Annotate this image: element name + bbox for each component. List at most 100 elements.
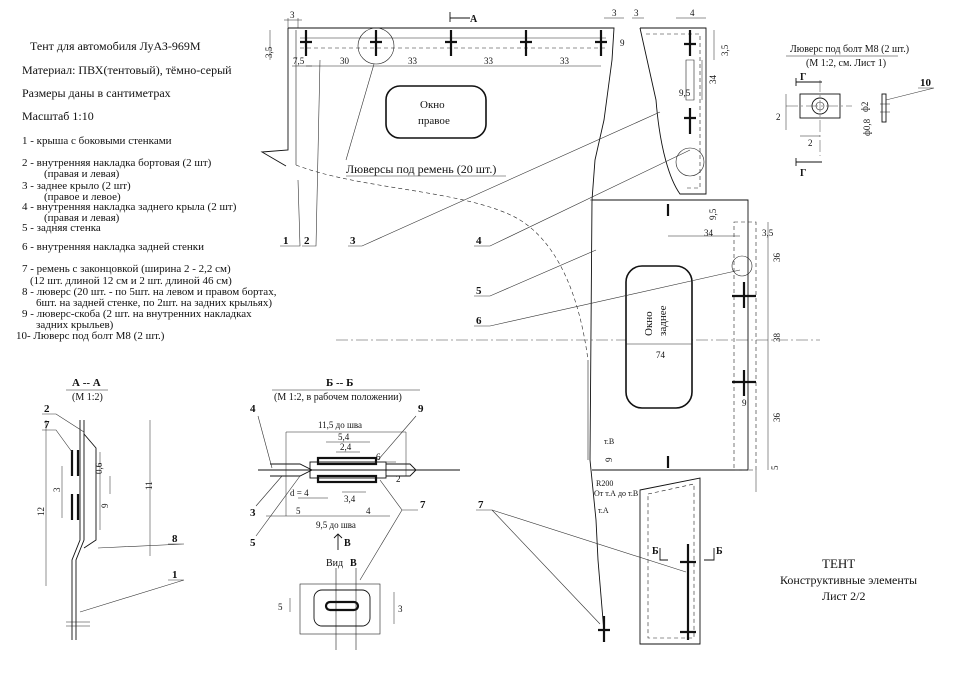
grommet-mark (684, 30, 696, 56)
grommet-mark (680, 544, 696, 640)
dim-label: 9 (100, 503, 110, 508)
callout: 7 (44, 419, 50, 431)
section-bb: Б -- Б (М 1:2, в рабочем положении) 11,5… (250, 377, 460, 581)
legend-item: (12 шт. длиной 12 см и 2 шт. длиной 46 с… (30, 275, 232, 287)
section-letter: Б (652, 546, 659, 557)
legend-item: 9 - люверс-скоба (2 шт. на внутренних на… (22, 308, 252, 320)
dim-label: ф2 (860, 102, 870, 112)
grommet-mark (300, 30, 312, 56)
point-label: т.В (604, 437, 614, 446)
legend-item: (правое и левое) (44, 191, 121, 203)
dim-label: 5 (278, 602, 283, 612)
legend-item: 10- Люверс под болт М8 (2 шт.) (16, 330, 165, 342)
section-aa: А -- А (М 1:2) 0,6 3 9 11 12 2 7 8 1 (36, 377, 185, 640)
callout: 2 (304, 235, 310, 247)
arrow-label: В (344, 538, 351, 549)
callout: 10 (920, 77, 932, 89)
dim-label: ф0,8 (862, 118, 872, 136)
section-title: А -- А (72, 377, 101, 389)
dim-label: 5 (770, 465, 780, 470)
legend-title: Тент для автомобиля ЛуАЗ-969М (30, 39, 201, 53)
grommet-mark (520, 30, 532, 56)
grommet-mark (595, 30, 607, 56)
callout: 1 (283, 235, 289, 247)
dim-label: 34 (704, 228, 714, 238)
section-letter: Б (716, 546, 723, 557)
dim-label: 3 (612, 8, 617, 18)
grommet-detail-circle (731, 255, 753, 277)
dim-label: 9 (620, 38, 625, 48)
dim-label: 11,5 до шва (318, 420, 362, 430)
legend-item: 8 - люверс (20 шт. - по 5шт. на левом и … (22, 286, 277, 298)
curve-labels: R200 т.В От т.А до т.В т.А (594, 437, 638, 515)
title-line: Конструктивные элементы (780, 573, 917, 587)
side-dimension: 3,5 (264, 30, 274, 60)
dim-label: 5 (296, 506, 301, 516)
callout: 4 (250, 403, 256, 415)
dim-label: 2 (776, 112, 781, 122)
dim-label: 3 (634, 8, 639, 18)
dim-label: 3,4 (344, 494, 356, 504)
title-block: ТЕНТ Конструктивные элементы Лист 2/2 (780, 556, 917, 603)
callout: 7 (420, 499, 426, 511)
legend-item: 6 - внутренняя накладка задней стенки (22, 241, 204, 253)
dim-label: 9,5 до шва (316, 520, 356, 530)
dim-label: 9,5 (679, 88, 691, 98)
rear-wall-dims: 9,5 34 3,5 36 38 36 74 9 9 5 (604, 208, 782, 492)
view-letter: В (350, 558, 357, 569)
legend-material: Материал: ПВХ(тентовый), тёмно-серый (22, 63, 232, 77)
dim-label: 11 (144, 481, 154, 490)
dim-label: 4 (690, 8, 695, 18)
detail-scale: (М 1:2, см. Лист 1) (806, 58, 886, 69)
dim-label: 3,5 (720, 44, 730, 56)
legend-item: 4 - внутренняя накладка заднего крыла (2… (22, 201, 237, 213)
legend-item: задних крыльев) (36, 319, 114, 331)
dim-label: 6 (376, 452, 381, 462)
dim-label: d = 4 (290, 488, 309, 498)
legend-item: (правая и левая) (44, 212, 120, 224)
window-right-label: правое (418, 115, 450, 127)
grommet-detail-circle (675, 147, 705, 177)
legend-item: 3 - заднее крыло (2 шт) (22, 180, 131, 192)
dim-label: 5,4 (338, 432, 350, 442)
grommets-note: Люверсы под ремень (20 шт.) (345, 63, 506, 177)
legend-item: 5 - задняя стенка (22, 222, 101, 234)
detail-title: Люверс под болт М8 (2 шт.) (790, 44, 909, 55)
top-grommets (300, 27, 607, 65)
top-dimensions: 3 7,5 30 33 33 33 3 3 4 (284, 8, 706, 67)
callout: 3 (350, 235, 356, 247)
dim-label: 3 (290, 10, 295, 20)
grommet-mark (370, 30, 382, 56)
legend-item: 7 - ремень с законцовкой (ширина 2 - 2,2… (22, 263, 231, 275)
dim-label: 3 (52, 487, 62, 492)
callout: 5 (250, 537, 256, 549)
callout: 5 (476, 285, 482, 297)
callout: 6 (476, 315, 482, 327)
section-letter: А (470, 14, 478, 25)
window-rear-label: заднее (657, 305, 669, 336)
view-label: Вид (326, 558, 343, 569)
section-scale: (М 1:2, в рабочем положении) (274, 392, 402, 403)
legend-item: 1 - крыша с боковыми стенками (22, 135, 172, 147)
dim-label: 9,5 (708, 208, 718, 220)
dim-label: 7,5 (293, 56, 305, 66)
view-b: Вид В 5 3 (278, 558, 403, 650)
grommet-mark (598, 616, 610, 642)
grommet-m8-detail: Люверс под болт М8 (2 шт.) (М 1:2, см. Л… (776, 44, 935, 179)
main-callouts: 1 2 3 4 5 6 7 (280, 59, 741, 625)
grommet-detail-circle (357, 27, 395, 65)
point-label: т.А (598, 506, 609, 515)
callout: 9 (418, 403, 424, 415)
dim-label: 74 (656, 350, 666, 360)
dim-label: 4 (366, 506, 371, 516)
grommet-mark (732, 370, 756, 396)
dim-label: 9 (604, 457, 614, 462)
window-rear: Окно заднее (625, 265, 693, 409)
callout: 3 (250, 507, 256, 519)
dim-label: 2 (396, 474, 401, 484)
callout: 2 (44, 403, 50, 415)
title-line: ТЕНТ (822, 556, 855, 571)
title-line: Лист 2/2 (822, 589, 865, 603)
dim-label: 2,4 (340, 442, 352, 452)
